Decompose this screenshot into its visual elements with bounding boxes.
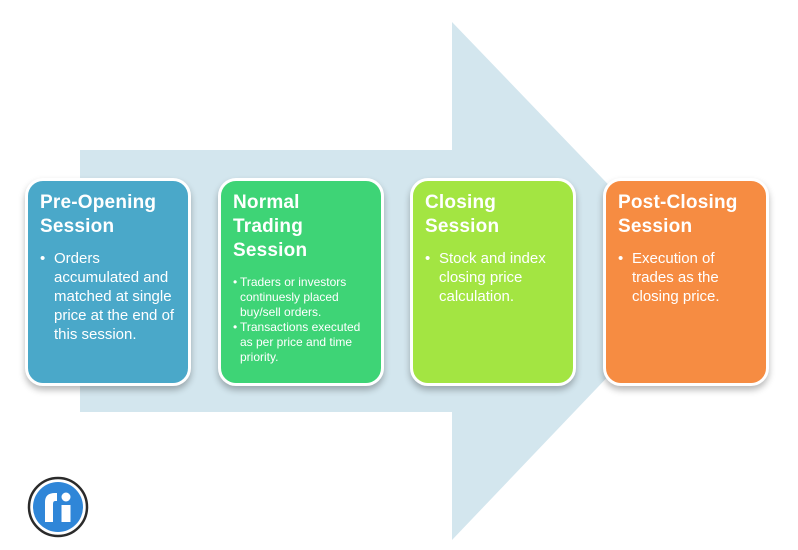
card-bullet: Orders accumulated and matched at single… (40, 249, 176, 344)
card-bullets: Stock and index closing price calculatio… (425, 249, 561, 306)
card-title: Pre-Opening Session (40, 192, 157, 237)
card-bullets: Orders accumulated and matched at single… (40, 249, 176, 344)
card-bullets: Execution of trades as the closing price… (618, 249, 754, 306)
card-bullet: Transactions executed as per price and t… (233, 320, 369, 365)
card-title: Normal Trading Session (233, 192, 308, 261)
card-bullets: Traders or investors continuesly placed … (233, 275, 369, 365)
card-title: Post-Closing Session (618, 192, 738, 237)
post-closing-session-card: Post-Closing Session Execution of trades… (603, 178, 769, 386)
card-bullet: Traders or investors continuesly placed … (233, 275, 369, 320)
arrow-shape (80, 22, 700, 540)
card-bullet: Execution of trades as the closing price… (618, 249, 754, 306)
card-bullet: Stock and index closing price calculatio… (425, 249, 561, 306)
closing-session-card: Closing Session Stock and index closing … (410, 178, 576, 386)
card-title: Closing Session (425, 192, 500, 237)
ri-logo-icon (27, 476, 89, 538)
normal-trading-session-card: Normal Trading Session Traders or invest… (218, 178, 384, 386)
pre-opening-session-card: Pre-Opening Session Orders accumulated a… (25, 178, 191, 386)
